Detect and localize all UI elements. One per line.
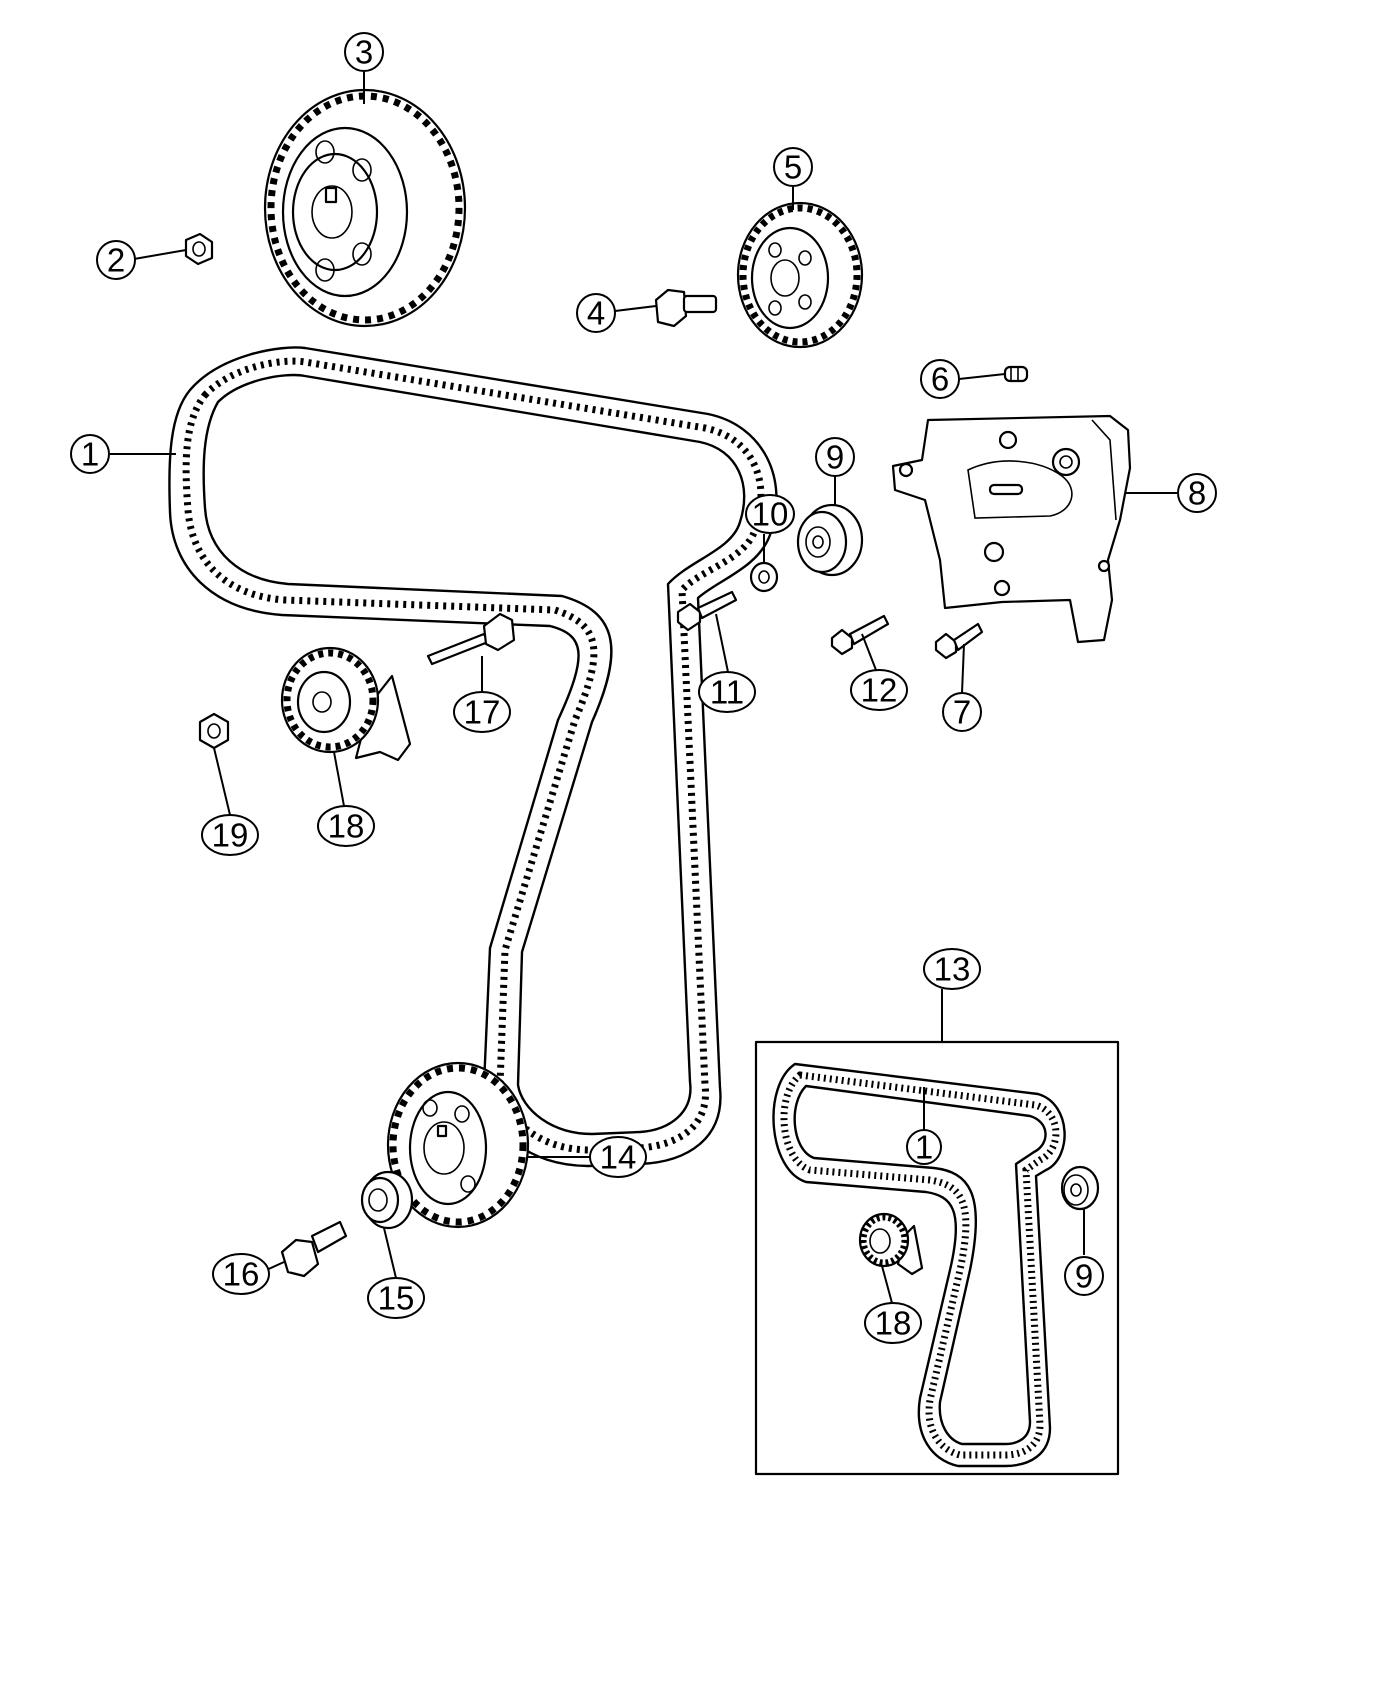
svg-text:12: 12 — [861, 672, 898, 709]
stud[interactable] — [426, 612, 516, 666]
svg-text:19: 19 — [212, 817, 249, 854]
callout-1-kit[interactable]: 1 — [906, 1129, 942, 1166]
bolt-11[interactable] — [676, 590, 738, 632]
svg-text:18: 18 — [875, 1305, 912, 1342]
svg-text:2: 2 — [107, 242, 125, 279]
svg-text:5: 5 — [784, 149, 802, 186]
callout-13[interactable]: 13 — [923, 948, 981, 990]
svg-text:15: 15 — [378, 1280, 415, 1317]
svg-text:7: 7 — [953, 694, 971, 731]
svg-text:11: 11 — [710, 674, 744, 711]
svg-text:16: 16 — [223, 1256, 260, 1293]
callout-2[interactable]: 2 — [96, 240, 136, 280]
leader-lines — [110, 72, 1177, 1304]
crankshaft-sprocket[interactable] — [386, 1061, 530, 1229]
sprocket-bolt[interactable] — [654, 288, 718, 328]
svg-text:6: 6 — [931, 361, 949, 398]
callout-16[interactable]: 16 — [212, 1253, 270, 1295]
svg-text:1: 1 — [81, 436, 99, 473]
callout-9[interactable]: 9 — [815, 437, 855, 477]
svg-text:18: 18 — [328, 808, 365, 845]
svg-text:4: 4 — [587, 295, 605, 332]
callout-15[interactable]: 15 — [367, 1277, 425, 1319]
washer[interactable] — [749, 561, 779, 593]
callout-10[interactable]: 10 — [745, 494, 795, 534]
timing-belt-kit[interactable] — [754, 1040, 1120, 1476]
callout-1[interactable]: 1 — [70, 434, 110, 474]
callout-12[interactable]: 12 — [850, 669, 908, 711]
crank-bolt[interactable] — [280, 1220, 348, 1278]
timing-belt[interactable] — [168, 346, 778, 1168]
callout-7[interactable]: 7 — [942, 692, 982, 732]
bolt-12[interactable] — [830, 614, 890, 656]
svg-text:3: 3 — [355, 34, 373, 71]
callout-5[interactable]: 5 — [773, 147, 813, 187]
callout-11[interactable]: 11 — [698, 671, 756, 713]
callout-14[interactable]: 14 — [589, 1136, 647, 1178]
idler-pulley[interactable] — [796, 503, 864, 577]
callout-19[interactable]: 19 — [201, 814, 259, 856]
tensioner-bracket[interactable] — [891, 414, 1132, 644]
bolt-short[interactable] — [934, 622, 984, 660]
svg-text:1: 1 — [915, 1129, 933, 1166]
spacer-ring[interactable] — [360, 1170, 414, 1230]
tensioner[interactable] — [280, 646, 412, 762]
callout-6[interactable]: 6 — [920, 359, 960, 399]
svg-text:14: 14 — [600, 1139, 637, 1176]
callout-3[interactable]: 3 — [344, 32, 384, 72]
svg-text:13: 13 — [934, 951, 971, 988]
callout-17[interactable]: 17 — [453, 691, 511, 733]
svg-text:8: 8 — [1188, 475, 1206, 512]
svg-text:9: 9 — [1075, 1258, 1093, 1295]
camshaft-sprocket[interactable] — [263, 88, 467, 328]
nut-tensioner[interactable] — [198, 712, 230, 750]
svg-text:9: 9 — [826, 439, 844, 476]
svg-text:17: 17 — [464, 694, 501, 731]
callout-18-kit[interactable]: 18 — [864, 1302, 922, 1344]
callout-8[interactable]: 8 — [1177, 473, 1217, 513]
callout-18[interactable]: 18 — [317, 805, 375, 847]
plug[interactable] — [1003, 365, 1029, 383]
callout-9-kit[interactable]: 9 — [1064, 1256, 1104, 1296]
pump-sprocket[interactable] — [736, 201, 864, 349]
callout-4[interactable]: 4 — [576, 293, 616, 333]
nut-small[interactable] — [184, 232, 214, 266]
svg-text:10: 10 — [752, 496, 789, 533]
